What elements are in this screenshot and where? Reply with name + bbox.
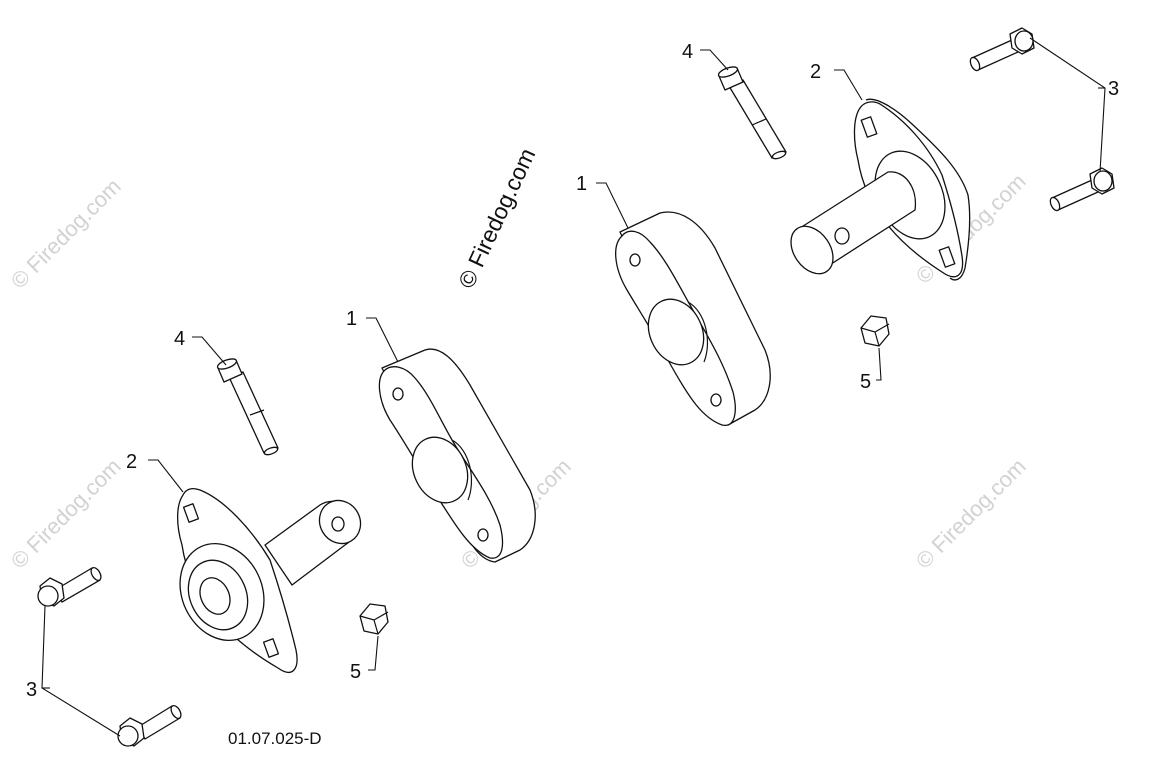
flange-bolt-right-upper-washer [1014, 30, 1034, 52]
flange-bolt-right-lower-washer [1093, 170, 1113, 192]
bearing-left-bore [199, 577, 231, 615]
bearing-right-shaft-hole [834, 227, 850, 245]
spacer-left-bore-depth [451, 439, 473, 501]
leader-nut-left [368, 635, 379, 671]
flange-bolt-right-upper [969, 27, 1035, 72]
callout-flange-bolt-left: 3 [26, 679, 37, 701]
flange-bolt-left-upper [37, 566, 102, 607]
bolt-left [216, 358, 279, 456]
nut-right [860, 315, 890, 347]
leader-spacer-left [366, 317, 399, 363]
bolt-right [717, 66, 787, 160]
leader-bearing-right [834, 69, 863, 101]
flange-bearing-right [790, 98, 971, 281]
flange-bolt-left-lower [117, 704, 182, 747]
flange-bolt-left-lower-washer [117, 725, 139, 747]
callout-nut-right: 5 [860, 371, 871, 393]
bolt-right-shank-end [771, 150, 787, 160]
callout-bearing-left: 2 [126, 451, 137, 473]
bearing-left-shaft-hole [331, 516, 345, 532]
watermark-faint-1: © Firedog.com [6, 174, 126, 294]
watermark-faint-2: © Firedog.com [6, 454, 126, 574]
callout-nut-left: 5 [350, 661, 361, 683]
watermark-faint-5: © Firedog.com [911, 454, 1031, 574]
bolt-left-shank-end [263, 446, 279, 456]
flange-bolt-right-lower [1049, 167, 1115, 212]
leader-spacer-right [596, 182, 629, 229]
bearing-left-slot-bottom [262, 638, 280, 658]
leader-bolt-left [192, 336, 227, 366]
flange-bearing-left [176, 488, 362, 673]
nut-right-body [860, 315, 890, 347]
nut-left-edge [359, 611, 389, 635]
callout-spacer-right: 1 [576, 173, 587, 195]
callout-bearing-right: 2 [810, 61, 821, 83]
spacer-right-hole-bottom [710, 393, 722, 407]
spacer-left-hole-top [392, 387, 404, 401]
spacer-left-bore [411, 436, 469, 504]
spacer-left [378, 348, 536, 563]
spacer-right [615, 211, 771, 426]
nut-left [359, 603, 389, 635]
bearing-right-slot-top [860, 116, 878, 138]
nut-left-body [359, 603, 389, 635]
bolt-right-thread-mark [751, 118, 767, 126]
leader-bolt-right [700, 49, 729, 71]
callout-flange-bolt-right: 3 [1108, 78, 1119, 100]
spacer-left-hole-bottom [477, 528, 489, 542]
watermark-main: © Firedog.com [453, 144, 540, 292]
flange-bolts-left [37, 566, 182, 747]
bolt-right-shank [728, 79, 787, 159]
leader-lines [41, 37, 1106, 737]
nut-right-edge [860, 323, 890, 347]
bolt-left-head-top [216, 358, 238, 370]
spacer-right-bore-depth [687, 301, 709, 363]
callout-bolt-left: 4 [174, 328, 185, 350]
flange-bolts-right [969, 27, 1115, 212]
flange-bolt-left-upper-washer [37, 585, 59, 607]
spacer-right-hole-top [629, 253, 641, 267]
spacer-right-bore [647, 298, 705, 366]
bearing-left-slot-top [182, 503, 200, 523]
bolt-left-shank [228, 371, 279, 454]
callout-bolt-right: 4 [682, 41, 693, 63]
flange-bolt-left-upper-end [90, 566, 102, 582]
leader-flange-bolt-right [1029, 37, 1106, 173]
bolt-left-thread-mark [249, 409, 265, 416]
leader-nut-right [876, 347, 882, 381]
leader-bearing-left [148, 459, 184, 493]
leader-flange-bolt-left [41, 605, 121, 737]
diagram-code: 01.07.025-D [228, 729, 322, 748]
flange-bolt-right-lower-end [1049, 196, 1061, 212]
bearing-right-slot-bottom [938, 246, 956, 268]
bearing-right-shaft-end [790, 225, 834, 275]
callout-spacer-left: 1 [346, 308, 357, 330]
callout-labels: 1 1 2 2 4 4 5 5 3 3 [26, 41, 1119, 701]
flange-bolt-left-lower-end [170, 704, 182, 720]
flange-bolt-right-upper-end [969, 56, 981, 72]
